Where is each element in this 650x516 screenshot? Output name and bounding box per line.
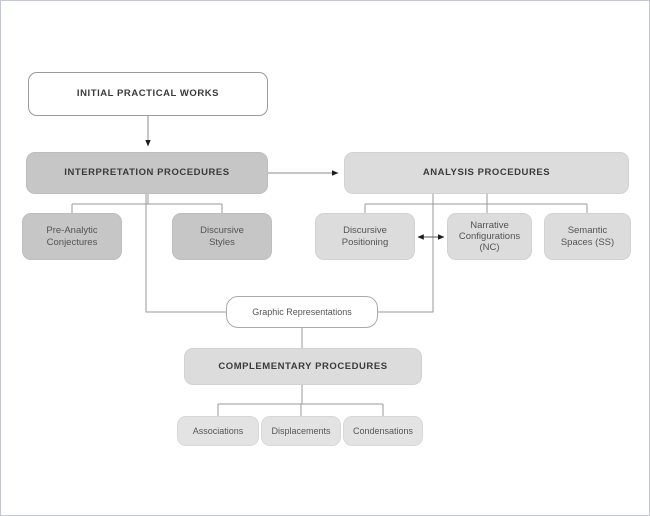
node-label: Discursive Styles: [200, 225, 244, 248]
edge-interpretation-branch: [71, 194, 223, 213]
node-label: Graphic Representations: [252, 306, 352, 317]
node-initial-practical-works[interactable]: INITIAL PRACTICAL WORKS: [28, 72, 268, 116]
node-label: Narrative Configurations (NC): [458, 219, 521, 254]
node-graphic-representations[interactable]: Graphic Representations: [226, 296, 378, 328]
node-discursive-styles[interactable]: Discursive Styles: [172, 213, 272, 260]
node-label: Discursive Positioning: [341, 225, 389, 248]
node-label: Associations: [192, 425, 244, 436]
node-label: Displacements: [271, 425, 331, 436]
node-label: COMPLEMENTARY PROCEDURES: [218, 360, 388, 372]
node-associations[interactable]: Associations: [177, 416, 259, 446]
node-label: Pre-Analytic Conjectures: [46, 225, 98, 248]
node-label: Condensations: [352, 425, 414, 436]
node-label: INITIAL PRACTICAL WORKS: [76, 88, 220, 100]
node-narrative-configurations[interactable]: Narrative Configurations (NC): [447, 213, 532, 260]
node-pre-analytic-conjectures[interactable]: Pre-Analytic Conjectures: [22, 213, 122, 260]
node-condensations[interactable]: Condensations: [343, 416, 423, 446]
node-analysis-procedures[interactable]: ANALYSIS PROCEDURES: [344, 152, 629, 194]
node-complementary-procedures[interactable]: COMPLEMENTARY PROCEDURES: [184, 348, 422, 385]
edge-analysis-branch: [364, 194, 588, 213]
node-displacements[interactable]: Displacements: [261, 416, 341, 446]
node-semantic-spaces[interactable]: Semantic Spaces (SS): [544, 213, 631, 260]
node-label: INTERPRETATION PROCEDURES: [64, 167, 230, 179]
node-discursive-positioning[interactable]: Discursive Positioning: [315, 213, 415, 260]
node-label: Semantic Spaces (SS): [560, 225, 615, 248]
node-label: ANALYSIS PROCEDURES: [422, 167, 551, 179]
edge-complementary-branch: [217, 385, 384, 416]
node-interpretation-procedures[interactable]: INTERPRETATION PROCEDURES: [26, 152, 268, 194]
